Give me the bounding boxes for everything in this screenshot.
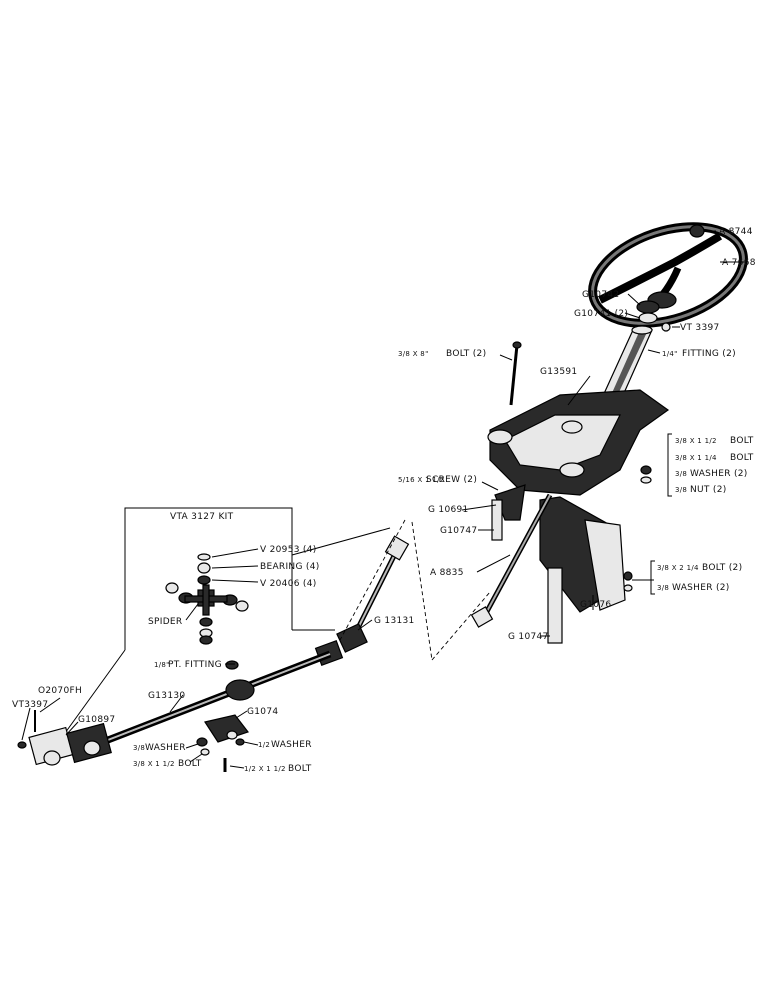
label-bolt-a-frac: 3/8 X 1 1/2	[675, 437, 717, 445]
leader-lines	[21, 261, 744, 769]
label-pt-fitting: PT. FITTING	[168, 660, 222, 670]
label-bolt-e-frac: 1/2 X 1 1/2	[244, 765, 286, 773]
label-g10747-upper: G10747	[440, 526, 477, 536]
label-v20953: V 20953 (4)	[260, 545, 317, 555]
label-vt3397-left: VT3397	[12, 700, 48, 710]
label-o2070fh: O2070FH	[38, 686, 82, 696]
label-spider: SPIDER	[148, 617, 182, 627]
label-fitting-quarter: FITTING (2)	[682, 349, 736, 359]
steering-housing	[487, 389, 670, 613]
label-bolt-b: BOLT	[730, 453, 754, 463]
label-bolt-c: BOLT (2)	[702, 563, 742, 573]
label-washer-frac: 3/8	[675, 470, 687, 478]
label-g13131: G 13131	[374, 616, 415, 626]
label-pt-fitting-frac: 1/8"	[154, 661, 170, 669]
label-vt3397-top: VT 3397	[680, 323, 720, 333]
label-g10741: G10741 (2)	[574, 309, 628, 319]
shaft-g13130	[93, 650, 332, 749]
label-bolt-3-8x8: BOLT (2)	[446, 349, 486, 359]
kit-box	[59, 507, 391, 741]
label-washer-half: WASHER	[271, 740, 312, 750]
shaft-g13131	[314, 535, 410, 666]
label-nut-frac: 3/8	[675, 486, 687, 494]
clamp-g1074	[196, 714, 249, 772]
label-bolt-3-8x8-frac: 3/8 X 8"	[398, 350, 429, 358]
label-fitting-quarter-frac: 1/4"	[662, 350, 678, 358]
label-screw-frac: 5/16 X 1 1/2	[398, 476, 445, 484]
label-washer-b-frac: 3/8	[657, 584, 669, 592]
u-joint-left	[17, 710, 112, 766]
label-washer-c-frac: 3/8	[133, 744, 145, 752]
horn-button-part	[689, 224, 716, 238]
label-nut: NUT (2)	[690, 485, 727, 495]
spider-cross	[184, 584, 228, 616]
label-g10747-lower: G 10747	[508, 632, 549, 642]
part-labels: A 8744 A 7668 G10742 G10741 (2) VT 3397 …	[12, 227, 756, 774]
wheel-nut-part	[636, 300, 671, 332]
label-a8835: A 8835	[430, 568, 464, 578]
label-a8744: A 8744	[719, 227, 753, 237]
label-g1076: G1076	[580, 600, 611, 610]
phantom-lines	[339, 519, 491, 661]
label-bolt-b-frac: 3/8 X 1 1/4	[675, 454, 717, 462]
bolt-side-parts	[623, 465, 652, 592]
label-g13591: G13591	[540, 367, 577, 377]
label-washer: WASHER (2)	[690, 469, 748, 479]
label-g13130: G13130	[148, 691, 185, 701]
label-washer-c: WASHER	[145, 743, 186, 753]
label-g1074: G1074	[247, 707, 278, 717]
label-g10691: G 10691	[428, 505, 469, 515]
label-g10897: G10897	[78, 715, 115, 725]
tube-lower	[547, 567, 563, 644]
label-bolt-e: BOLT	[288, 764, 312, 774]
label-v20406: V 20406 (4)	[260, 579, 317, 589]
bolt-8-inch-part	[509, 341, 522, 406]
label-bolt-a: BOLT	[730, 436, 754, 446]
label-screw: SCREW (2)	[426, 475, 477, 485]
label-g10742: G10742	[582, 290, 619, 300]
tube-upper	[491, 499, 503, 541]
kit-components	[165, 553, 249, 645]
label-bolt-c-frac: 3/8 X 2 1/4	[657, 564, 699, 572]
label-kit-title: VTA 3127 KIT	[170, 512, 234, 522]
label-bolt-d: BOLT	[178, 759, 202, 769]
drag-link-part	[470, 493, 553, 628]
label-bearing: BEARING (4)	[260, 562, 320, 572]
label-bolt-d-frac: 3/8 X 1 1/2	[133, 760, 175, 768]
label-a7668: A 7668	[722, 258, 756, 268]
steering-wheel	[588, 222, 748, 328]
label-washer-half-frac: 1/2	[258, 741, 270, 749]
label-washer-b: WASHER (2)	[672, 583, 730, 593]
